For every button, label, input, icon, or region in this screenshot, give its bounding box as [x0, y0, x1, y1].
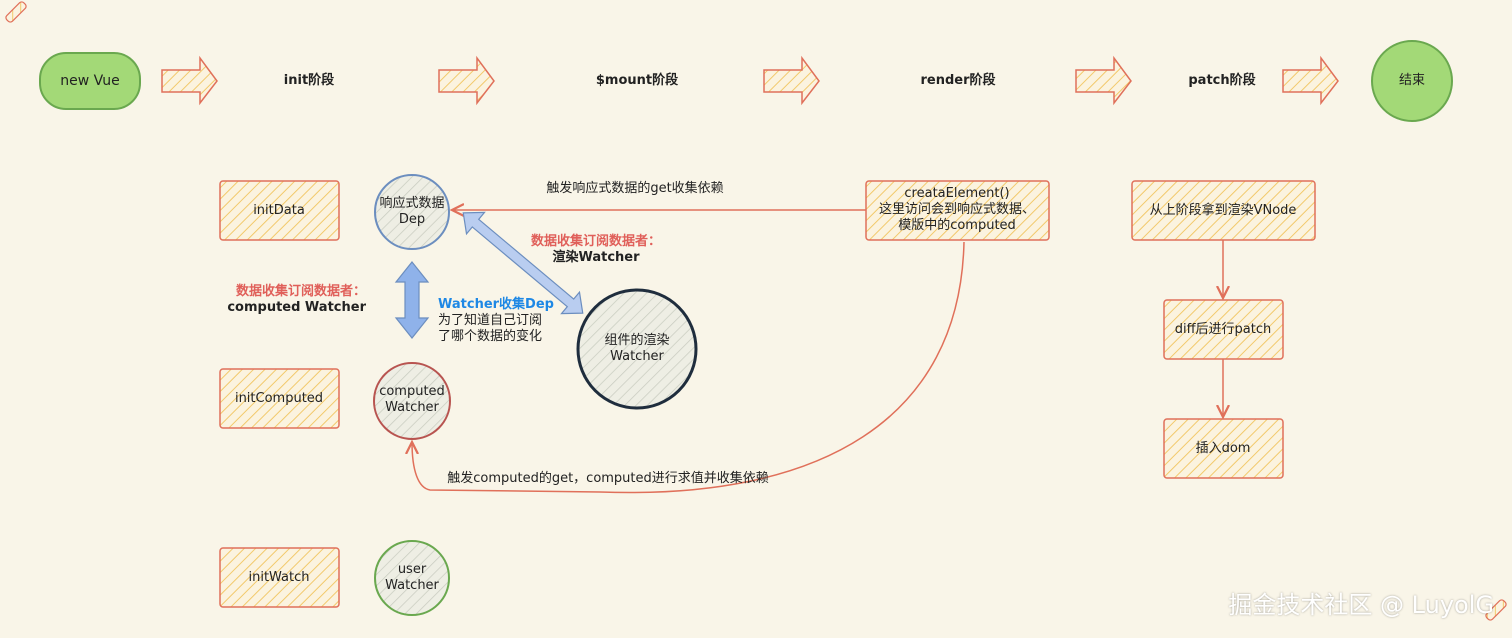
flow-arrow-1: [161, 55, 218, 106]
user-watcher-node: [374, 540, 450, 616]
computed-watcher-line2: Watcher: [385, 400, 439, 415]
init-watch-label: initWatch: [248, 570, 310, 585]
render-watcher-label: 组件的渲染 Watcher: [604, 333, 669, 365]
start-node: [39, 52, 141, 110]
corner-mark-top-left: [5, 1, 27, 23]
vnode-label: 从上阶段拿到渲染VNode: [1149, 203, 1297, 218]
computed-watcher-line1: computed: [379, 384, 445, 399]
trigger-get-label: 触发响应式数据的get收集依赖: [546, 181, 724, 196]
create-element-label: creataElement() 这里访问会到响应式数据、 模版中的compute…: [879, 186, 1035, 234]
subscriber-computed-value: computed Watcher: [227, 300, 366, 315]
diff-label: diff后进行patch: [1174, 322, 1272, 337]
subscriber-render-title: 数据收集订阅数据者：: [530, 234, 662, 249]
init-stage-label: init阶段: [283, 73, 335, 88]
watcher-collect-line1: 为了知道自己订阅: [438, 313, 543, 328]
render-watcher-line1: 组件的渲染: [604, 333, 670, 348]
computed-watcher-node: [373, 362, 451, 440]
create-element-line2: 这里访问会到响应式数据、: [878, 202, 1036, 217]
patch-stage-label: patch阶段: [1188, 73, 1256, 88]
flow-arrow-2: [438, 55, 495, 106]
flow-arrow-4: [1075, 55, 1132, 106]
dep-label-line2: Dep: [398, 212, 426, 227]
trigger-computed-get-arrow: [412, 241, 965, 494]
create-element-line3: 模版中的computed: [898, 218, 1016, 233]
user-watcher-line2: Watcher: [385, 578, 439, 593]
start-label: new Vue: [60, 73, 120, 89]
subscriber-computed-title: 数据收集订阅数据者：: [235, 284, 366, 299]
render-stage-label: render阶段: [920, 73, 996, 88]
watcher-collect-annotation: Watcher收集Dep 为了知道自己订阅 了哪个数据的变化: [438, 297, 554, 345]
subscriber-computed-annotation: 数据收集订阅数据者： computed Watcher: [222, 284, 366, 316]
init-computed-box: [219, 368, 340, 429]
user-watcher-label: user Watcher: [385, 562, 439, 594]
dep-render-double-arrow: [462, 211, 584, 315]
dep-label: 响应式数据 Dep: [379, 196, 444, 228]
watcher-collect-line2: 了哪个数据的变化: [438, 329, 543, 344]
dep-computed-double-arrow: [394, 261, 430, 339]
init-data-box: [219, 180, 340, 241]
dep-node: [374, 174, 450, 250]
init-watch-box: [219, 547, 340, 608]
watcher-collect-title: Watcher收集Dep: [438, 297, 554, 312]
render-watcher-node: [576, 288, 698, 410]
flow-arrow-3: [763, 55, 820, 106]
trigger-computed-get-label: 触发computed的get，computed进行求值并收集依赖: [447, 471, 769, 486]
create-element-line1: creataElement(): [904, 186, 1010, 201]
mount-stage-label: $mount阶段: [595, 73, 679, 88]
init-data-label: initData: [253, 203, 305, 218]
corner-mark-bottom-right: [1485, 599, 1507, 621]
dep-label-line1: 响应式数据: [379, 196, 445, 211]
computed-watcher-label: computed Watcher: [379, 384, 445, 416]
end-label: 结束: [1398, 73, 1426, 88]
render-watcher-line2: Watcher: [610, 349, 664, 364]
user-watcher-line1: user: [397, 562, 427, 577]
insert-dom-label: 插入dom: [1195, 441, 1251, 456]
flow-arrow-5: [1282, 55, 1339, 106]
init-computed-label: initComputed: [234, 391, 324, 406]
end-node: [1371, 40, 1453, 122]
watermark: 掘金技术社区 @ LuyolG: [1228, 591, 1494, 619]
subscriber-render-value: 渲染Watcher: [552, 250, 640, 265]
subscriber-render-annotation: 数据收集订阅数据者： 渲染Watcher: [531, 234, 661, 266]
